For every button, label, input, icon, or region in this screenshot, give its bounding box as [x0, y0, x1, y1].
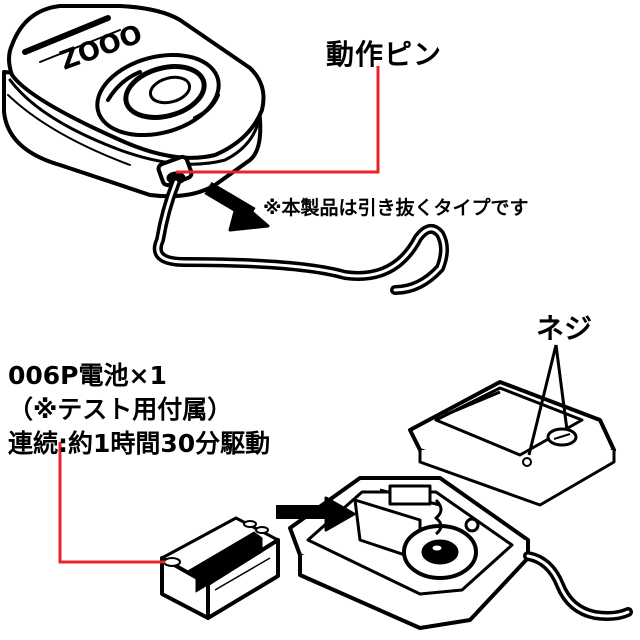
insert-arrow	[276, 496, 356, 532]
pull-type-note: ※本製品は引き抜くタイプです	[263, 197, 529, 219]
battery-line-3: 連続:約1時間30分駆動	[8, 429, 271, 458]
pull-arrow	[204, 181, 270, 232]
battery-leader-line	[58, 442, 165, 564]
pin-leader-line	[176, 66, 380, 174]
screw-pointers	[527, 344, 569, 456]
battery-label: 006P電池×1 （※テスト用付属） 連続:約1時間30分駆動	[8, 359, 270, 461]
battery-9v	[160, 516, 280, 620]
screw-label: ネジ	[536, 312, 593, 345]
battery-line-1: 006P電池×1	[8, 361, 167, 390]
battery-line-2: （※テスト用付属）	[8, 395, 233, 424]
alarm-device-top: ZOOO	[2, 4, 266, 199]
pin-label: 動作ピン	[326, 38, 443, 71]
